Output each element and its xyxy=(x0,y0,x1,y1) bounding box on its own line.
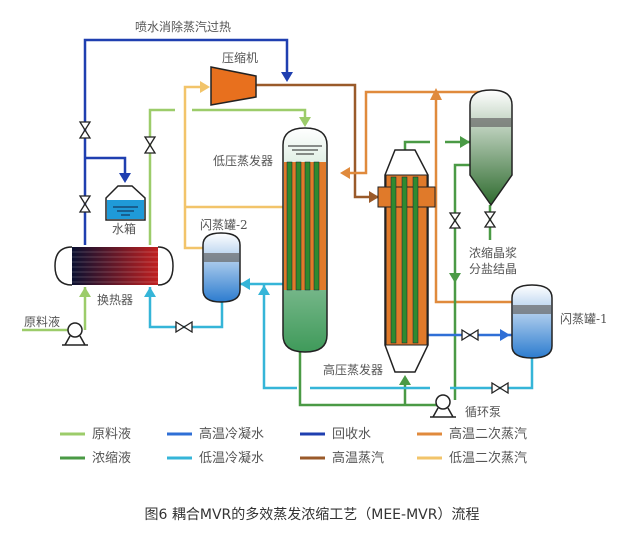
flash-tank-2-label: 闪蒸罐-2 xyxy=(200,218,248,232)
arrow-icon xyxy=(258,285,270,295)
circulation-pump-label: 循环泵 xyxy=(465,405,501,419)
legend-label: 高温蒸汽 xyxy=(332,450,384,466)
arrow-icon xyxy=(340,167,350,179)
valve-icon xyxy=(78,195,92,213)
arrow-icon xyxy=(119,173,131,183)
flash-tank-1-label: 闪蒸罐-1 xyxy=(560,312,608,326)
figure-caption: 图6 耦合MVR的多效蒸发浓缩工艺（MEE-MVR）流程 xyxy=(145,506,480,523)
spray-water-label: 喷水消除蒸汽过热 xyxy=(135,19,231,34)
high-temp-steam-pipe xyxy=(256,83,378,199)
arrow-icon xyxy=(79,287,91,297)
high-pressure-evaporator-label: 高压蒸发器 xyxy=(323,362,383,377)
flash-tank-2 xyxy=(202,232,241,303)
arrow-icon xyxy=(281,72,293,82)
valve-icon xyxy=(448,212,462,229)
arrow-icon xyxy=(460,136,470,148)
valve-icon xyxy=(461,328,479,342)
compressor xyxy=(210,66,257,106)
arrow-icon xyxy=(369,191,379,203)
crystallizer xyxy=(469,89,513,207)
low-pressure-evaporator-label: 低压蒸发器 xyxy=(213,153,273,168)
legend-label: 回收水 xyxy=(332,427,371,442)
legend-label: 高温二次蒸汽 xyxy=(449,426,527,442)
legend-label: 低温冷凝水 xyxy=(199,450,264,466)
legend-label: 高温冷凝水 xyxy=(199,426,264,442)
arrow-icon xyxy=(144,287,156,297)
legend-label: 浓缩液 xyxy=(92,450,131,466)
valve-icon xyxy=(143,136,157,154)
crystal-slurry-label-2: 分盐结晶 xyxy=(469,262,517,276)
water-tank xyxy=(105,185,146,221)
arrow-icon xyxy=(399,375,411,385)
crystal-slurry-label-1: 浓缩晶浆 xyxy=(469,245,517,260)
water-tank-label: 水箱 xyxy=(112,221,136,236)
flash-tank-1 xyxy=(511,284,553,359)
arrow-icon xyxy=(500,329,510,341)
compressor-label: 压缩机 xyxy=(222,50,258,65)
recovered-water-pipe xyxy=(83,38,289,245)
raw-liquid-label: 原料液 xyxy=(24,314,60,329)
concentrate-recycle xyxy=(298,163,470,407)
valve-icon xyxy=(78,121,92,139)
recovered-water-branch xyxy=(85,156,127,180)
arrow-icon xyxy=(430,88,442,100)
legend-label: 低温二次蒸汽 xyxy=(449,450,527,466)
valve-icon xyxy=(491,381,509,395)
heat-exchanger-label: 换热器 xyxy=(97,293,133,307)
high-pressure-evaporator xyxy=(377,149,436,373)
valve-icon xyxy=(483,211,497,228)
low-temp-steam-pipe xyxy=(183,85,205,250)
low-pressure-evaporator xyxy=(282,127,328,353)
arrow-icon xyxy=(240,278,250,290)
arrow-icon xyxy=(200,81,210,93)
arrow-icon xyxy=(299,117,311,127)
valves xyxy=(78,121,509,395)
arrow-icon xyxy=(449,273,461,283)
secondary-steam-pipe xyxy=(345,90,482,175)
circulation-pump xyxy=(430,394,456,418)
heat-exchanger xyxy=(54,246,174,286)
secondary-steam-flash1 xyxy=(434,92,512,304)
feed-pump xyxy=(62,322,88,346)
valve-icon xyxy=(175,320,193,334)
legend-label: 原料液 xyxy=(92,427,131,442)
